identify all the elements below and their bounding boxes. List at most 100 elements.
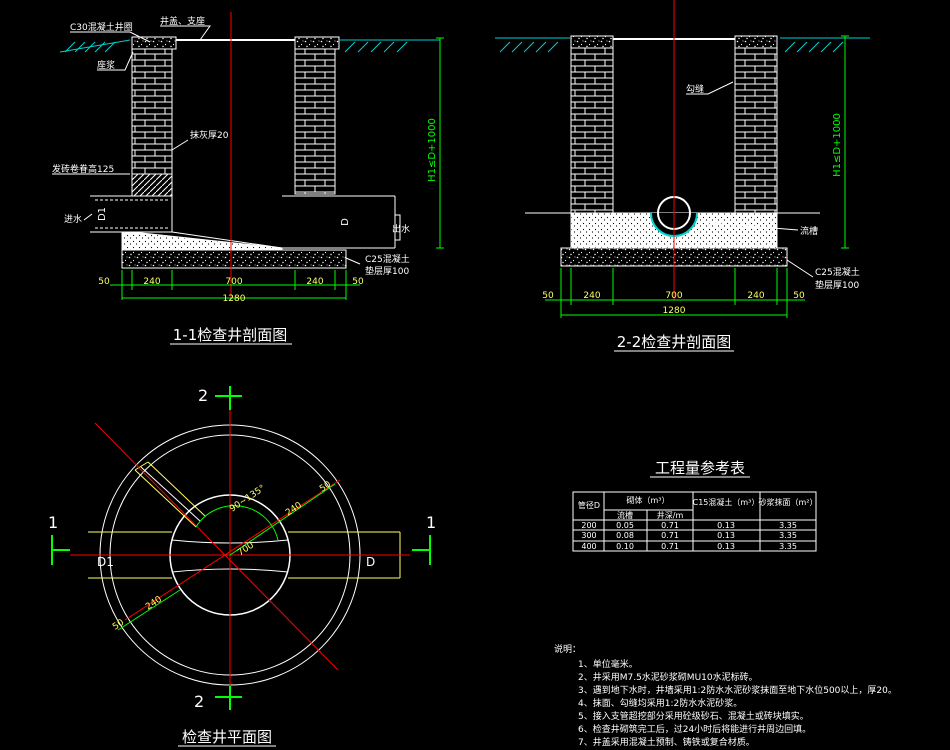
table-grid	[572, 491, 817, 552]
cover-ring-left	[131, 36, 177, 50]
th-mortar: 砂浆抹面（m²）	[759, 497, 818, 507]
table-cell: 0.08	[616, 531, 634, 540]
plan-d-label: D	[366, 555, 375, 569]
outflow-pipe	[282, 195, 401, 249]
note-item: 5、接入支管超挖部分采用砼级砂石、混凝土或砖块填实。	[578, 710, 809, 722]
label-mortar-seat: 座浆	[97, 59, 115, 71]
height-dim-1-1	[436, 37, 444, 249]
branch-pipe	[134, 461, 206, 528]
bench-fill	[121, 231, 283, 251]
height-label-2-2: H1≤D+1000	[832, 113, 843, 177]
sill-hatch	[131, 173, 173, 197]
th-masonry: 砌体（m³）	[627, 495, 670, 505]
label-cover-seat: 井盖、支座	[160, 15, 205, 27]
note-item: 3、遇到地下水时，井墙采用1:2防水水泥砂浆抹面至地下水位500以上，厚20。	[578, 684, 897, 696]
dim-inner: 700	[225, 277, 242, 287]
cover-ring-right-2	[734, 35, 778, 49]
table-cell: 0.13	[717, 531, 735, 540]
dim-values-1-1: 50 240 700 240 50 1280	[98, 277, 364, 304]
label-outflow: 出水	[392, 223, 410, 235]
table-cell: 200	[581, 521, 596, 530]
section-mark-top: 2	[198, 386, 208, 405]
table-header: 管径D 砌体（m³） 流槽 井深/m C15混凝土（m³） 砂浆抹面（m²）	[578, 495, 818, 520]
leaders-1-1	[52, 25, 361, 265]
section-mark-right: 1	[426, 513, 436, 532]
table-cell: 3.35	[779, 531, 797, 540]
table-cell: 0.10	[616, 542, 634, 551]
axis-diagonal-1	[94, 422, 339, 671]
note-item: 4、抹面、勾缝均采用1:2防水水泥砂浆。	[578, 697, 742, 709]
labels-1-1: C30混凝土井圈 井盖、支座 座浆 抹灰厚20 发砖卷眷高125 进水 出水 C…	[52, 15, 410, 277]
notes-heading: 说明：	[554, 643, 581, 655]
cover-ring-left-2	[570, 35, 614, 49]
section-mark-labels: 2 2 1 1	[48, 386, 436, 711]
label-brick-sill: 发砖卷眷高125	[52, 163, 114, 175]
pipe-d-label-1-1: D	[340, 218, 351, 226]
table-cell: 0.13	[717, 542, 735, 551]
dim-wall-right: 240	[306, 277, 323, 287]
label-inflow: 进水	[64, 213, 82, 225]
table-cell: 0.13	[717, 521, 735, 530]
th-c15: C15混凝土（m³）	[693, 497, 760, 507]
label-base-concrete-2: C25混凝土	[815, 266, 860, 278]
section-2-2: H1≤D+1000 50 240 700 240 50 1280 勾缝 流槽 C…	[495, 0, 870, 352]
plan-title: 检查井平面图	[182, 728, 272, 746]
section-1-1: H1≤D+1000 50 240 700 240 50 1280 C30混凝土井…	[52, 12, 444, 345]
label-cover-concrete: C30混凝土井圈	[70, 21, 133, 33]
flow-channel-slope	[171, 231, 283, 249]
radial-dims	[117, 483, 336, 631]
title-1-1: 1-1检查井剖面图	[173, 326, 288, 344]
leaders-2-2	[686, 81, 814, 278]
axis-diagonal-2	[124, 479, 341, 621]
bottom-dims-1-1	[110, 270, 360, 300]
dim-edge-left-2: 50	[542, 291, 554, 301]
brick-wall-left	[131, 48, 173, 175]
note-item: 6、检查井砌筑完工后，过24小时后将能进行井周边回填。	[578, 723, 811, 735]
height-dim-2-2	[841, 35, 849, 249]
quantity-table: 工程量参考表 管径D 砌体（m³） 流槽 井深/m C15混凝土（m³） 砂浆抹…	[572, 459, 818, 552]
dim-edge-right: 50	[352, 277, 364, 287]
table-cell: 0.71	[661, 531, 679, 540]
angle-arc	[195, 505, 279, 541]
th-per-meter: 井深/m	[657, 510, 684, 520]
plan-wall-upper: 240	[284, 500, 304, 518]
label-channel: 流槽	[800, 225, 818, 237]
brick-wall-right-2	[734, 47, 778, 214]
th-channel: 流槽	[617, 510, 633, 520]
height-label-1-1: H1≤D+1000	[427, 118, 438, 182]
label-pointing: 勾缝	[686, 83, 704, 95]
ground-line-left	[59, 39, 440, 53]
section-markers	[51, 386, 431, 710]
label-plaster: 抹灰厚20	[190, 129, 229, 141]
labels-2-2: 勾缝 流槽 C25混凝土 垫层厚100	[686, 83, 860, 291]
table-cell: 3.35	[779, 542, 797, 551]
dim-edge-left: 50	[98, 277, 110, 287]
dim-edge-right-2: 50	[793, 291, 805, 301]
table-title: 工程量参考表	[655, 459, 745, 477]
plan-angle-label: 90~135°	[228, 483, 267, 514]
section-mark-bottom: 2	[194, 692, 204, 711]
notes: 说明： 1、单位毫米。 2、井采用M7.5水泥砂浆砌MU10水泥标砖。 3、遇到…	[554, 643, 897, 748]
plan-dim-labels: 90~135° 700 240 50 240 50	[111, 480, 333, 633]
dim-wall-left-2: 240	[583, 291, 600, 301]
brick-wall-right	[294, 48, 336, 195]
dim-values-2-2: 50 240 700 240 50 1280	[542, 291, 805, 316]
cover-ring-right	[294, 36, 340, 50]
table-cell: 3.35	[779, 521, 797, 530]
th-pipe-diameter: 管径D	[578, 500, 600, 510]
dim-total: 1280	[223, 294, 246, 304]
dim-wall-left: 240	[143, 277, 160, 287]
label-base-concrete-1: C25混凝土	[365, 253, 410, 265]
plan-view: 90~135° 700 240 50 240 50 D1 D 2 2 1 1 检…	[48, 386, 436, 747]
table-cell: 0.71	[661, 542, 679, 551]
bottom-dims-2-2	[545, 268, 805, 318]
base-slab	[121, 249, 347, 269]
dim-wall-right-2: 240	[747, 291, 764, 301]
plan-d1-label: D1	[97, 555, 114, 569]
label-cushion-2: 垫层厚100	[815, 279, 859, 291]
note-item: 7、井盖采用混凝土预制、铸铁或复合材质。	[578, 736, 755, 748]
brick-wall-left-2	[570, 47, 614, 214]
table-cell: 0.71	[661, 521, 679, 530]
label-cushion-1: 垫层厚100	[365, 265, 409, 277]
